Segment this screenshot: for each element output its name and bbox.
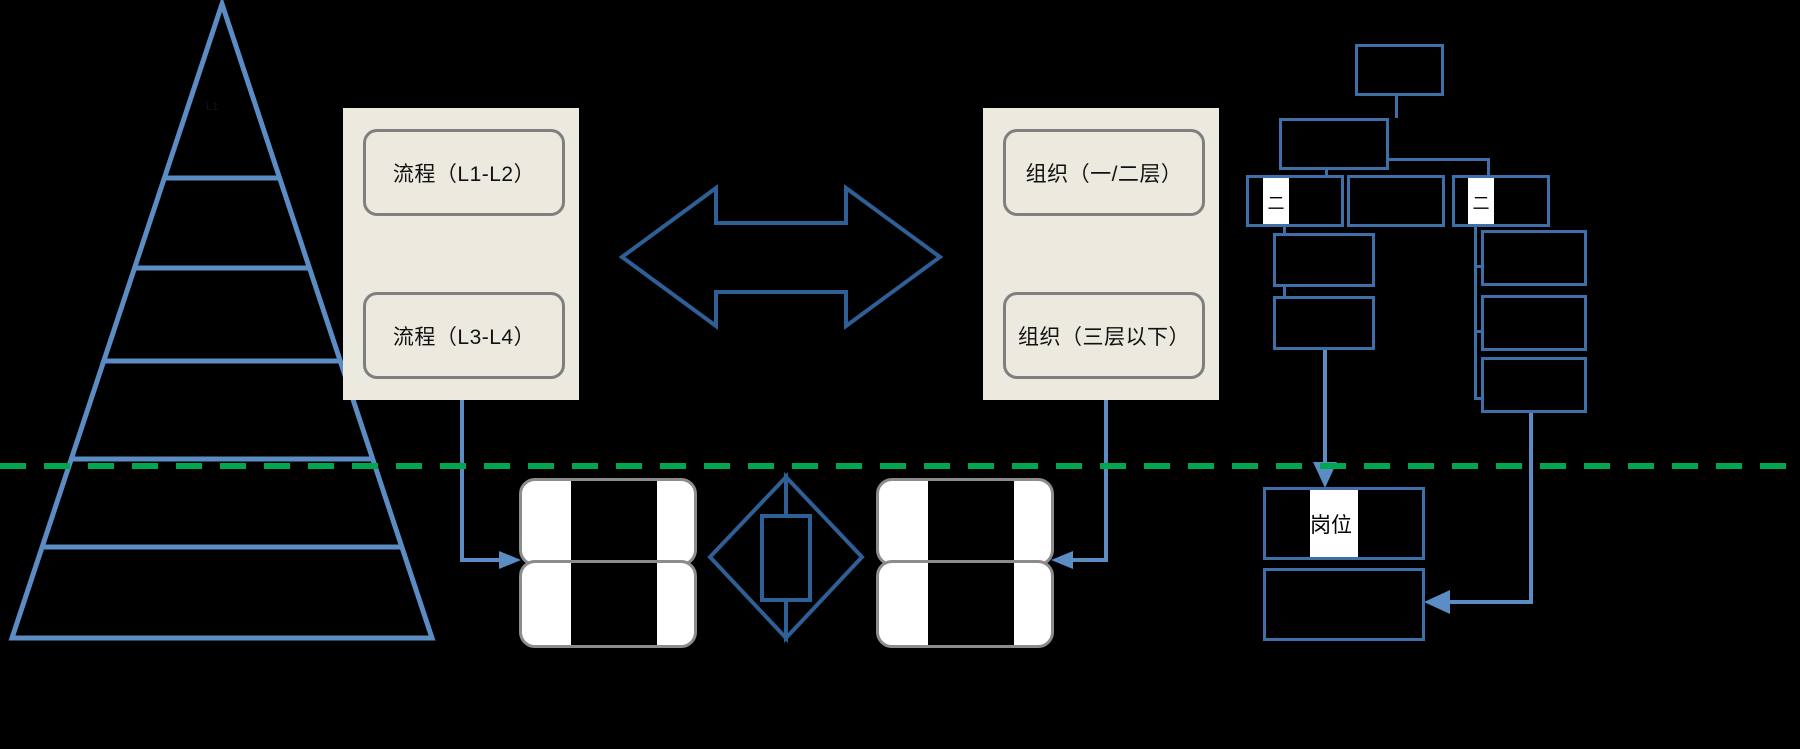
position-box-gangwei[interactable]: 岗位 — [1263, 487, 1425, 560]
redaction-block — [928, 563, 1014, 645]
white-patch — [1263, 178, 1289, 224]
process-to-activity-connector — [460, 374, 521, 569]
white-patch — [1310, 490, 1358, 557]
redaction-block — [571, 563, 657, 645]
green-dashed-boundary — [0, 463, 1800, 469]
orgchart-line — [1487, 158, 1490, 188]
redaction-block — [571, 481, 657, 563]
org-node-l3-c-label: 二 — [1472, 193, 1490, 213]
pyramid-apex-label: L1 — [206, 101, 218, 113]
org-node-root[interactable] — [1355, 44, 1444, 96]
position-box-lower[interactable] — [1263, 568, 1425, 641]
white-patch — [1468, 178, 1494, 224]
bidirectional-arrow-bottom — [707, 471, 865, 644]
orgchart-to-position-lower-connector — [1424, 400, 1533, 614]
org-node-l3-a[interactable]: 二 — [1246, 175, 1344, 227]
org-to-role-connector — [1051, 374, 1108, 569]
activity-box-upper[interactable] — [519, 478, 697, 566]
org-level-3-below-label: 组织（三层以下） — [1018, 325, 1190, 349]
redaction-block — [928, 481, 1014, 563]
process-l3-l4-box[interactable]: 流程（L3-L4） — [363, 292, 565, 379]
org-level-1-2-label: 组织（一/二层） — [1025, 162, 1183, 186]
org-node-l3-c[interactable]: 二 — [1452, 175, 1550, 227]
org-node-l3-b[interactable] — [1347, 175, 1445, 227]
org-node-l3-a-label: 二 — [1267, 193, 1285, 213]
org-level-3-below-box[interactable]: 组织（三层以下） — [1003, 292, 1205, 379]
activity-box-lower[interactable] — [519, 560, 697, 648]
org-node-l4-a1[interactable] — [1273, 233, 1375, 287]
process-l1-l2-label: 流程（L1-L2） — [392, 162, 536, 186]
layer-pyramid: L1 — [8, 0, 436, 641]
orgchart-line — [1325, 158, 1490, 161]
org-level-1-2-box[interactable]: 组织（一/二层） — [1003, 129, 1205, 216]
position-box-gangwei-label: 岗位 — [1310, 513, 1352, 537]
org-node-l4-c2[interactable] — [1481, 295, 1587, 351]
bidirectional-arrow-top — [618, 184, 944, 330]
orgchart-line — [1325, 158, 1328, 188]
role-box-upper[interactable] — [876, 478, 1054, 566]
org-node-l4-c1[interactable] — [1481, 230, 1587, 286]
process-l3-l4-label: 流程（L3-L4） — [392, 325, 536, 349]
orgchart-line — [1395, 90, 1398, 118]
role-box-lower[interactable] — [876, 560, 1054, 648]
process-l1-l2-box[interactable]: 流程（L1-L2） — [363, 129, 565, 216]
org-node-l4-a2[interactable] — [1273, 296, 1375, 350]
org-node-l2[interactable] — [1279, 118, 1389, 170]
orgchart-line — [1474, 215, 1477, 400]
org-node-l4-c3[interactable] — [1481, 357, 1587, 413]
